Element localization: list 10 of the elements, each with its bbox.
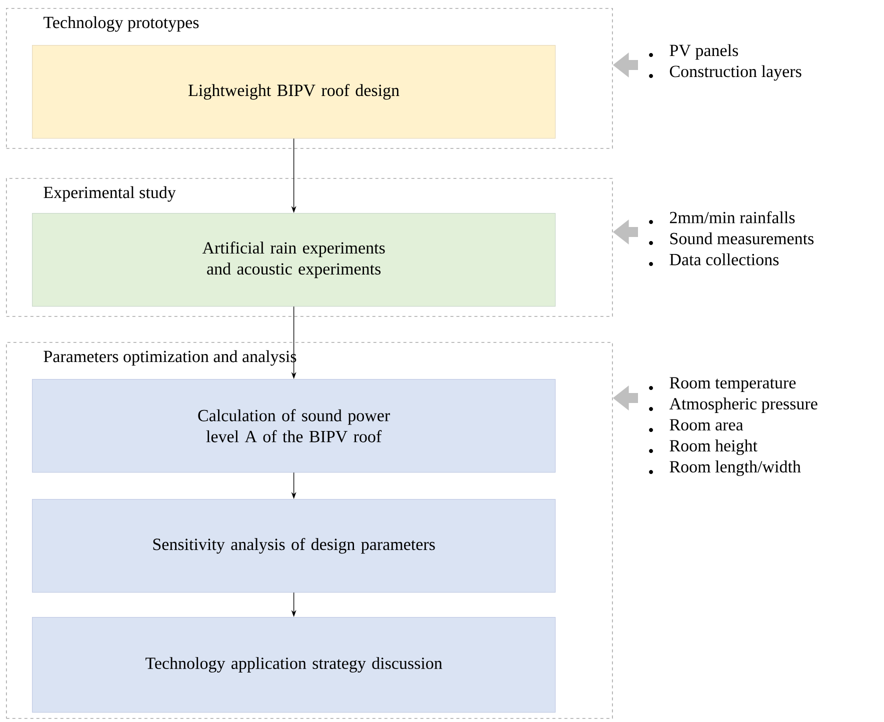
bullet-list: PV panels Construction layers	[670, 44, 802, 81]
bullet-list: Room temperature Atmospheric pressure Room area Room height Room length/width	[669, 377, 818, 476]
process-box: Technology application strategy discussion	[32, 617, 556, 713]
process-box: Calculation of sound power level A of the BIPV roof	[32, 379, 556, 473]
group-heading: Experimental study	[44, 186, 176, 202]
process-box: Artificial rain experiments and acoustic experiments	[32, 213, 556, 307]
process-box: Lightweight BIPV roof design	[32, 45, 556, 139]
bullet-list: 2mm/min rainfalls Sound measurements Data collections	[670, 211, 814, 266]
process-box: Sensitivity analysis of design parameters	[32, 499, 556, 593]
group-heading: Technology prototypes	[44, 16, 199, 32]
